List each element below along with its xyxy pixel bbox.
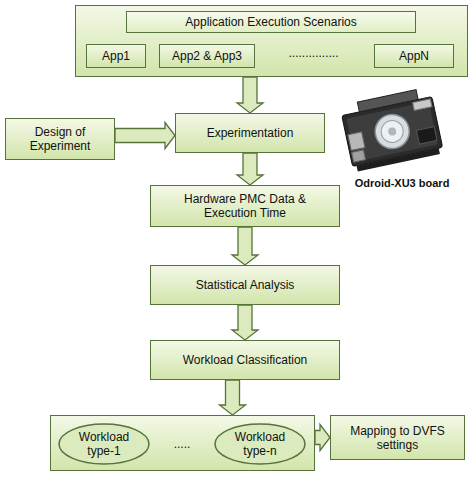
- node-text: Workload type-1: [58, 430, 150, 458]
- process-box: Statistical Analysis: [150, 265, 340, 305]
- process-box: Experimentation: [175, 113, 325, 153]
- block-arrow: [232, 227, 258, 265]
- node-text: App1: [96, 49, 136, 63]
- ellipsis-text: .....: [151, 434, 213, 454]
- node-text: Workload Classification: [177, 353, 314, 367]
- node-text: Workload type-n: [214, 430, 306, 458]
- node-text: Mapping to DVFS settings: [331, 424, 464, 452]
- block-arrow: [315, 425, 330, 451]
- process-box: Hardware PMC Data & Execution Time: [150, 185, 340, 227]
- block-arrow: [115, 123, 175, 149]
- block-arrow: [237, 153, 263, 185]
- node-text: Hardware PMC Data & Execution Time: [151, 192, 339, 220]
- workload-ellipse: Workload type-1: [58, 423, 150, 465]
- group-heading: Application Execution Scenarios: [126, 11, 416, 33]
- node-text: Design of Experiment: [6, 125, 114, 153]
- workload-band: .....Workload type-1 Workload type-n: [50, 415, 315, 471]
- block-arrow: [232, 305, 258, 340]
- ellipsis-text: ...............: [276, 42, 351, 64]
- app-box: AppN: [374, 44, 454, 68]
- node-text: AppN: [393, 49, 435, 63]
- input-box: Design of Experiment: [5, 118, 115, 160]
- node-text: Experimentation: [201, 126, 300, 140]
- app-box: App1: [86, 44, 146, 68]
- block-arrow: [220, 380, 246, 415]
- odroid-board-photo: [340, 87, 444, 173]
- workload-ellipse: Workload type-n: [214, 423, 306, 465]
- block-arrow: [237, 77, 263, 113]
- node-text: Statistical Analysis: [190, 278, 301, 292]
- scenario-group: Application Execution Scenarios.........…: [75, 5, 468, 77]
- node-text: App2 & App3: [166, 49, 248, 63]
- board-label: Odroid-XU3 board: [340, 177, 464, 189]
- process-box: Workload Classification: [150, 340, 340, 380]
- app-box: App2 & App3: [159, 44, 255, 68]
- output-box: Mapping to DVFS settings: [330, 415, 465, 460]
